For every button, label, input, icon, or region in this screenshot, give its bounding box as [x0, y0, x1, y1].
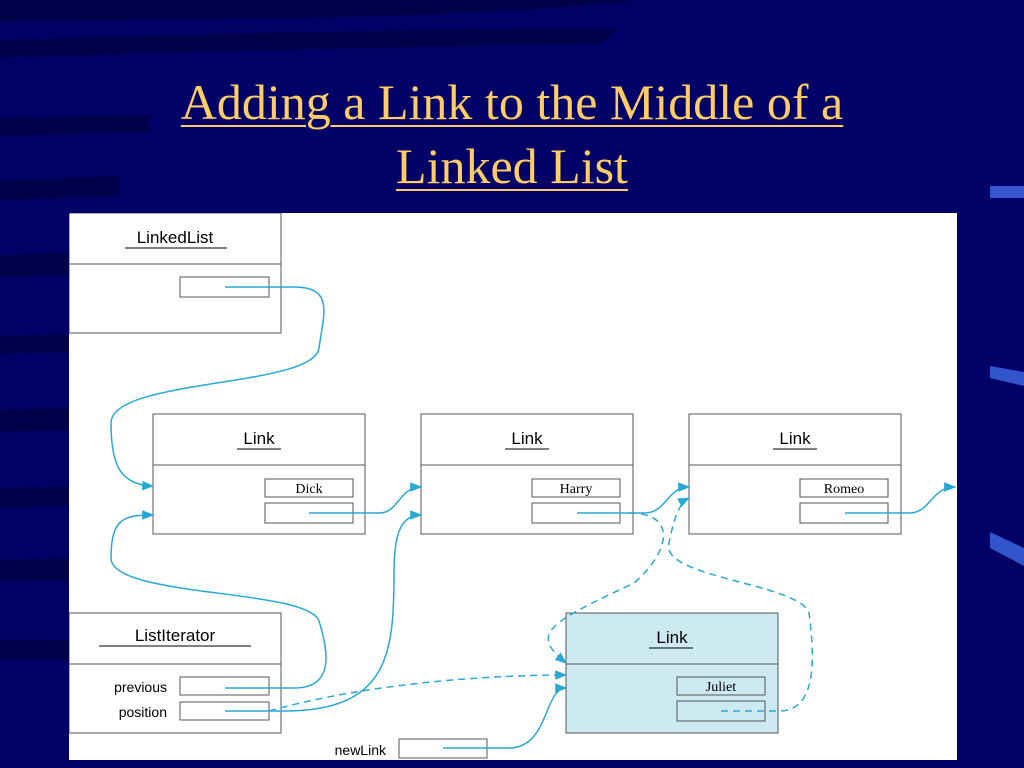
arrow-juliet-to-romeo-dashed [668, 497, 814, 712]
arrow-position-to-juliet-dashed [268, 670, 568, 712]
arrow-first-to-dick [110, 286, 325, 491]
list-iterator-previous-field [179, 676, 270, 696]
arrow-dick-to-harry [309, 482, 423, 514]
arrow-harry-to-juliet-dashed [547, 512, 665, 664]
new-link-variable-label: newLink [335, 742, 387, 758]
link-header-harry: Link [511, 429, 543, 448]
link-value-harry: Harry [560, 482, 593, 497]
link-box-dick: Link Dick [152, 413, 366, 535]
slide-title-line-2: Linked List [396, 138, 628, 194]
link-box-romeo: Link Romeo [688, 413, 902, 535]
arrow-newlink-to-juliet [443, 683, 568, 749]
slide-title: Adding a Link to the Middle of a Linked … [0, 70, 1024, 198]
linked-list-header: LinkedList [137, 228, 214, 247]
link-box-harry: Link Harry [420, 413, 634, 535]
link-header-romeo: Link [779, 429, 811, 448]
link-header-dick: Link [243, 429, 275, 448]
list-iterator-box: ListIterator previous position [69, 612, 282, 734]
new-link-value: Juliet [706, 680, 736, 695]
linked-list-diagram: LinkedList Link Dick Link Harry [69, 213, 957, 760]
list-iterator-previous-label: previous [114, 679, 167, 695]
arrow-previous-to-dick [110, 510, 327, 689]
link-value-romeo: Romeo [824, 482, 864, 497]
new-link-header: Link [656, 628, 688, 647]
arrow-romeo-to-next [845, 482, 957, 514]
linked-list-box: LinkedList [69, 213, 282, 334]
list-iterator-header: ListIterator [135, 626, 216, 645]
new-link-box-juliet: Link Juliet [565, 612, 779, 734]
arrow-position-to-harry [225, 510, 423, 712]
link-value-dick: Dick [295, 482, 322, 497]
slide-title-line-1: Adding a Link to the Middle of a [180, 74, 844, 130]
arrow-harry-to-romeo [577, 482, 691, 514]
list-iterator-position-label: position [119, 704, 167, 720]
